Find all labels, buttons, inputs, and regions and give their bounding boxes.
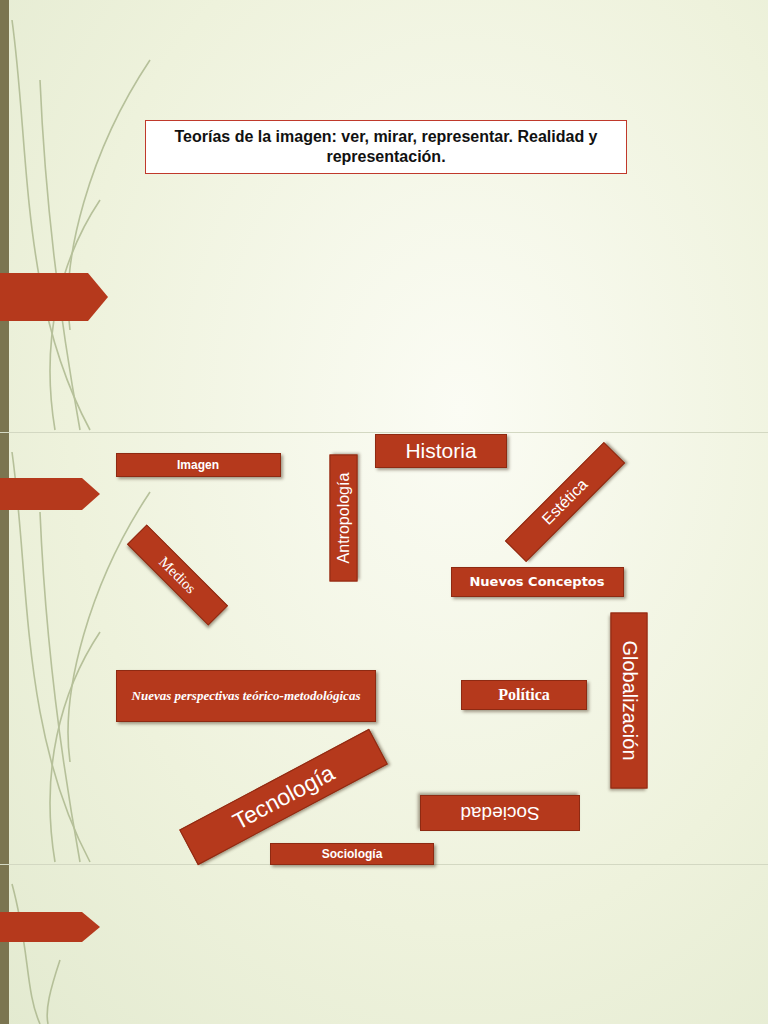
slide-separator — [0, 432, 768, 433]
topic-box: Antropología — [329, 455, 357, 582]
node-label: Imagen — [171, 458, 225, 473]
node-label: Política — [492, 685, 556, 705]
node-label: Teorías de la imagen: ver, mirar, repres… — [146, 127, 626, 167]
node-label: Globalización — [617, 634, 642, 766]
node-label: Antropología — [333, 467, 353, 570]
topic-box: Imagen — [116, 453, 281, 477]
node-label: Sociología — [316, 847, 389, 862]
node-label: Nuevos Conceptos — [463, 574, 610, 590]
topic-box: Sociología — [270, 843, 434, 865]
node-label: Tecnología — [222, 755, 344, 838]
section-tab — [0, 273, 108, 942]
topic-box: Estética — [505, 442, 625, 562]
node-label: Sociedad — [454, 801, 545, 825]
topic-box: Nuevos Conceptos — [451, 567, 624, 597]
topic-box: Sociedad — [420, 795, 580, 831]
node-label: Historia — [399, 438, 482, 464]
topic-box: Globalización — [611, 612, 648, 788]
side-bar — [0, 0, 9, 1024]
title-box: Teorías de la imagen: ver, mirar, repres… — [145, 120, 627, 174]
grass-strokes — [12, 20, 150, 1024]
topic-box: Medios — [126, 524, 227, 625]
node-label: Medios — [150, 548, 204, 602]
node-label: Estética — [534, 471, 597, 534]
topic-box: Nuevas perspectivas teórico-metodológica… — [116, 670, 376, 722]
topic-box: Historia — [375, 434, 507, 468]
node-label: Nuevas perspectivas teórico-metodológica… — [126, 688, 367, 704]
topic-box: Política — [461, 680, 587, 710]
